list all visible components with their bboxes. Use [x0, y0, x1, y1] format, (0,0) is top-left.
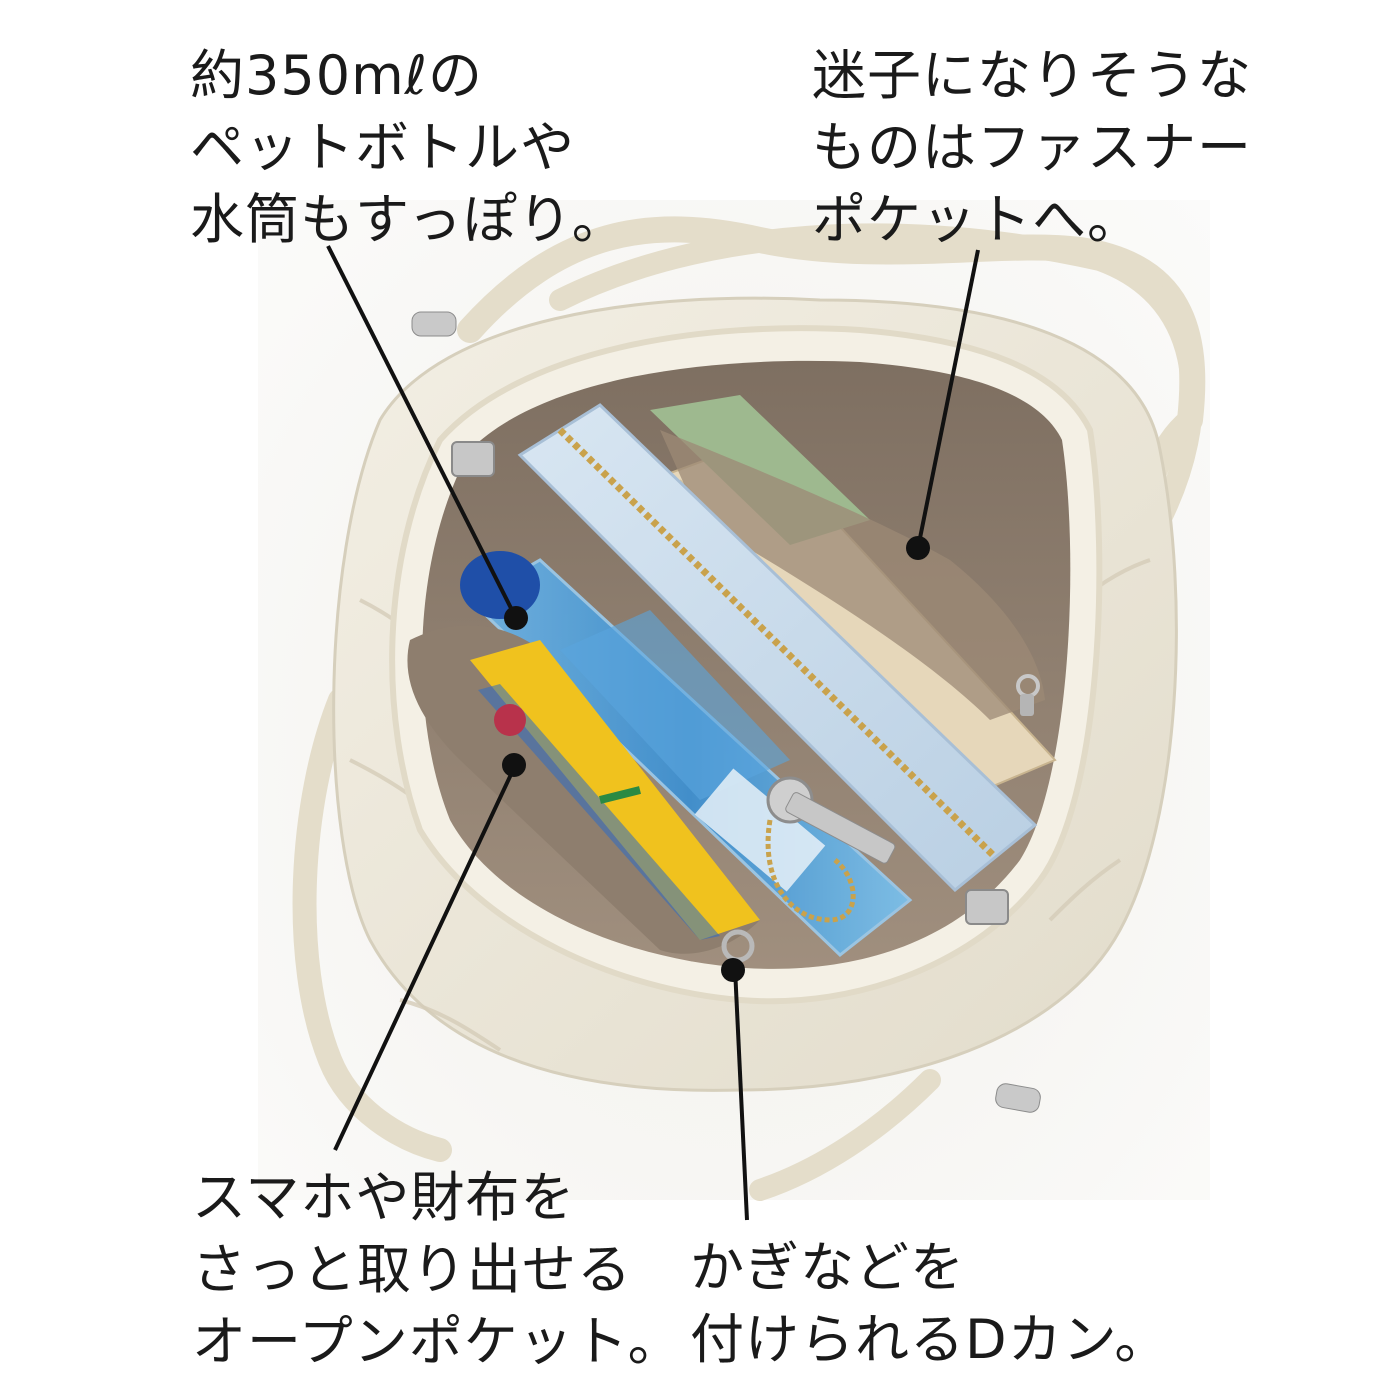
caption-line: 水筒もすっぽり。: [190, 188, 627, 251]
callout-dot-icon: [502, 536, 930, 982]
clasp-hinge-icon: [451, 441, 1009, 925]
caption-line: スマホや財布を: [192, 1166, 576, 1229]
zip-pocket: [660, 430, 1045, 720]
wallet: [517, 403, 1038, 893]
caption-line: さっと取り出せる: [192, 1238, 632, 1301]
leader-line-open-pocket: [333, 767, 516, 1151]
caption-line: 迷子になりそうな: [812, 44, 1252, 107]
caption-line: ペットボトルや: [190, 116, 575, 179]
leader-line-bottle: [326, 245, 518, 619]
key-icon: [765, 776, 896, 923]
caption-line: かぎなどを: [690, 1236, 965, 1299]
zipper-icon: [1016, 674, 1040, 716]
towel: [470, 640, 760, 940]
leader-lines: [326, 245, 980, 1221]
caption-zip-pocket: 迷子になりそうな ものはファスナー ポケットへ。: [812, 40, 1252, 256]
leader-line-d-ring: [733, 967, 749, 1221]
caption-d-ring: かぎなどを 付けられるDカン。: [690, 1232, 1169, 1376]
caption-line: ポケットへ。: [812, 188, 1142, 251]
caption-open-pocket: スマホや財布を さっと取り出せる オープンポケット。: [192, 1162, 683, 1378]
water-bottle: [460, 551, 913, 957]
caption-bottle-capacity: 約350mℓの ペットボトルや 水筒もすっぽり。: [190, 40, 627, 256]
caption-line: 約350mℓの: [190, 44, 483, 107]
strap-tip-icon: [411, 311, 1041, 1113]
caption-line: オープンポケット。: [192, 1310, 683, 1373]
caption-line: 付けられるDカン。: [690, 1308, 1170, 1371]
leader-line-zip-pocket: [916, 249, 980, 549]
caption-line: ものはファスナー: [812, 116, 1252, 179]
wallet-zipper: [557, 427, 998, 860]
